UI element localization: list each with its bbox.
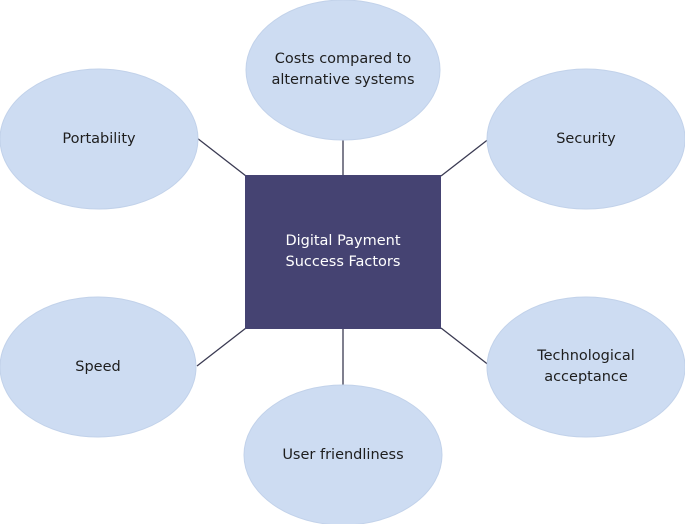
connector-technological-acceptance [440,327,491,367]
node-technological-acceptance [486,296,685,438]
node-costs [245,0,441,141]
factor-label-speed: Speed [75,358,121,375]
center-label: Digital Payment Success Factors [285,233,401,270]
node-speed [0,296,197,438]
factor-label-technological-acceptance: Technological acceptance [537,348,635,385]
factor-label-costs: Costs compared to alternative systems [271,51,415,88]
factor-label-portability: Portability [62,130,136,147]
connector-security [440,137,491,177]
factor-label-user-friendliness: User friendliness [282,446,404,463]
connector-portability [196,137,247,177]
center-box [245,175,441,329]
connector-speed [196,327,247,367]
node-portability [0,68,199,210]
node-user-friendliness [243,384,443,524]
node-security [486,68,685,210]
factor-label-security: Security [556,130,616,147]
